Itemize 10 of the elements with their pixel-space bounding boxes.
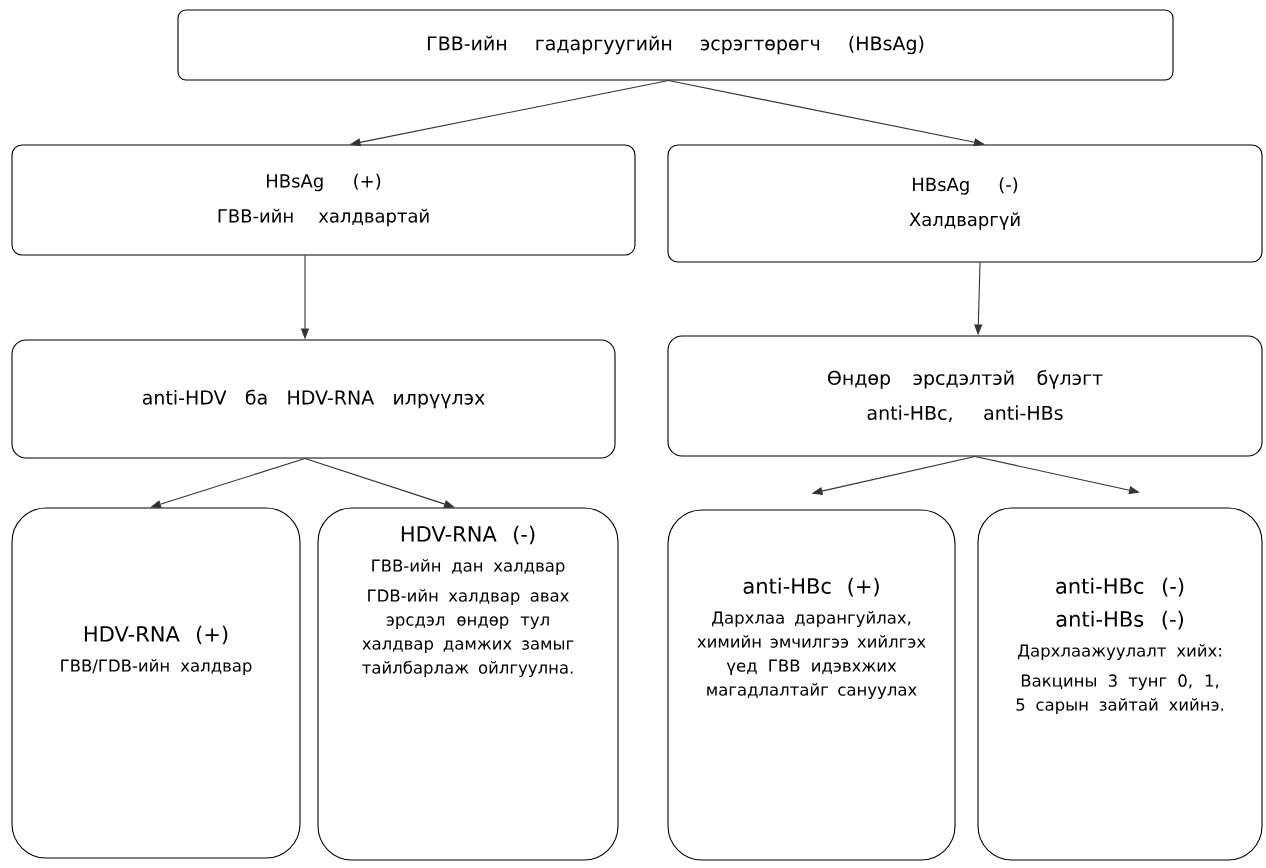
outcome-box: HDV-RNA (-) ГВВ-ийн дан халдвар ГDВ-ийн халдвар авах эрсдэл өндөр тул халдвар дамжих замыг тайлбарлаж ойлгуулна.	[317, 507, 619, 861]
arrow	[304, 458, 455, 508]
outcome-box: anti-HBc (+) Дархлаа дарангуйлах, химийн эмчилгээ хийлгэх үед ГВВ идэвхжих магадлалтайг сануулах	[667, 509, 956, 861]
outcome-box: anti-HBc (-) anti-HBs (-) Дархлаажуулалт хийх: Вакцины 3 тунг 0, 1, 5 сарын зайтай хийнэ.	[977, 507, 1263, 861]
outcome-box: HDV-RNA (+) ГВВ/ГDВ-ийн халдвар	[11, 507, 301, 859]
result-box: HBsAg (-) Халдваргүй	[667, 144, 1263, 263]
heading-box: ГВВ-ийн гадаргуугийн эсрэгтөрөгч (HBsAg)	[177, 9, 1174, 81]
test-box: anti-HDV ба HDV-RNA илрүүлэх	[11, 339, 616, 459]
test-box: Өндөр эрсдэлтэй бүлэгт anti-HBc, anti-HBs	[667, 335, 1263, 457]
result-box: HBsAg (+) ГВВ-ийн халдвартай	[11, 144, 636, 256]
